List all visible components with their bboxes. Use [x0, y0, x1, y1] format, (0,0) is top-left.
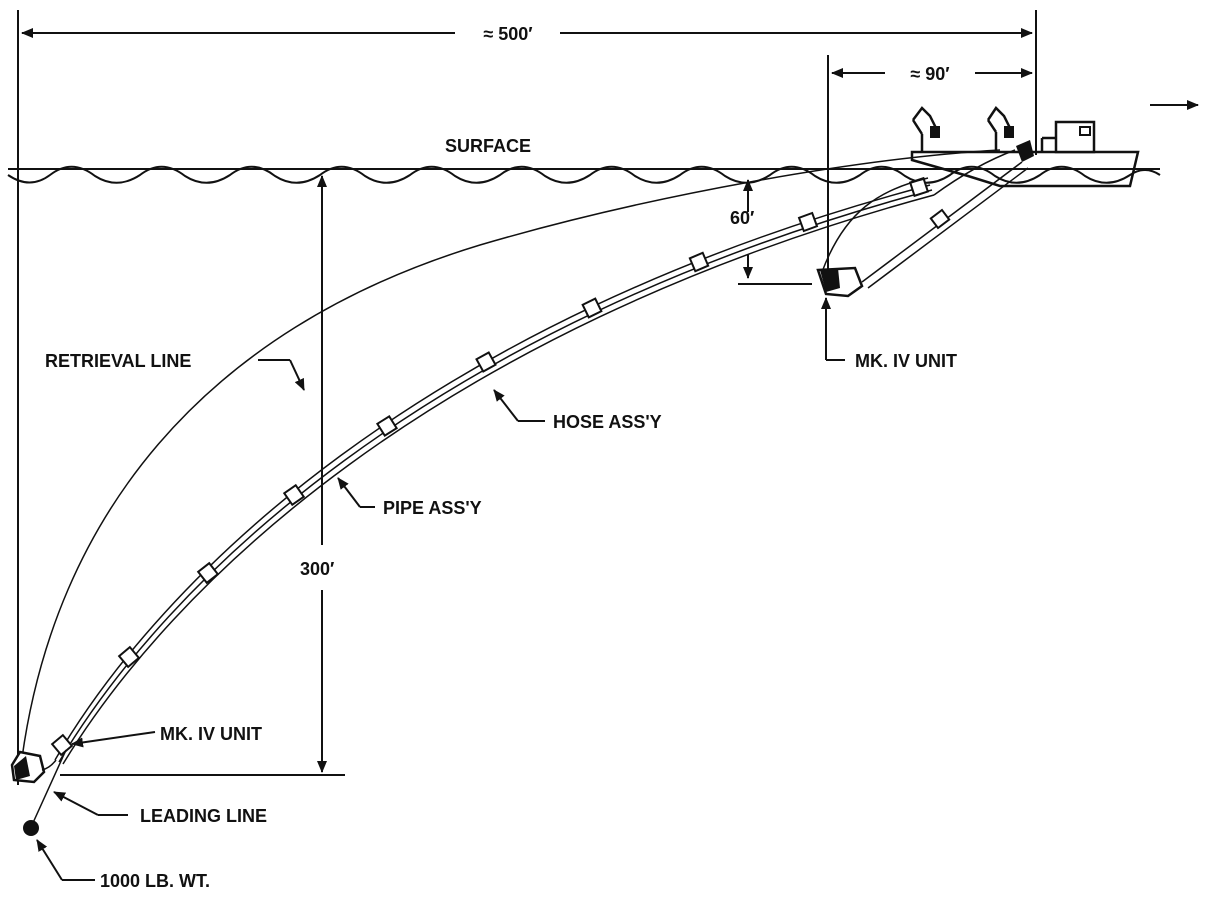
surface-label: SURFACE [445, 136, 531, 156]
weight-label: 1000 LB. WT. [100, 871, 210, 891]
hose-assy-label: HOSE ASS'Y [553, 412, 662, 432]
float-marker [581, 297, 603, 319]
depth-300-dimension [60, 175, 345, 776]
ship-icon [910, 106, 1140, 188]
float-marker [475, 351, 497, 373]
weight-callout [36, 839, 95, 881]
float-marker [375, 414, 399, 438]
float-marker [797, 211, 819, 233]
mk-iv-unit-top-callout [821, 297, 845, 361]
pipe-assy-callout [337, 477, 375, 508]
retrieval-line-callout [258, 359, 305, 391]
mk-iv-unit-top-label: MK. IV UNIT [855, 351, 957, 371]
mk-iv-unit-bottom-label: MK. IV UNIT [160, 724, 262, 744]
hose-assy-callout [493, 389, 545, 422]
bottom-mk-iv-unit [10, 733, 74, 784]
depth-60-dimension [738, 179, 812, 285]
leading-line-label: LEADING LINE [140, 806, 267, 826]
leading-line [31, 749, 67, 826]
pipe-assy-label: PIPE ASS'Y [383, 498, 482, 518]
weight-icon [23, 820, 39, 836]
mk-iv-unit-bottom-callout [71, 731, 156, 748]
retrieval-line [21, 149, 1001, 759]
float-marker [117, 645, 141, 669]
sea-surface [7, 165, 1161, 184]
float-marker [688, 251, 710, 273]
float-marker [282, 483, 306, 507]
width-500-label: ≈ 500′ [483, 24, 532, 44]
depth-60-label: 60′ [730, 208, 754, 228]
width-90-label: ≈ 90′ [910, 64, 949, 84]
float-markers [117, 176, 930, 669]
float-marker [196, 561, 220, 585]
retrieval-line-label: RETRIEVAL LINE [45, 351, 191, 371]
leading-line-callout [53, 791, 128, 816]
width-500-dimension [17, 10, 1037, 785]
towed-mk-iv-unit [816, 161, 1029, 298]
depth-300-label: 300′ [300, 559, 334, 579]
pipe-hose-assembly [54, 149, 1016, 765]
